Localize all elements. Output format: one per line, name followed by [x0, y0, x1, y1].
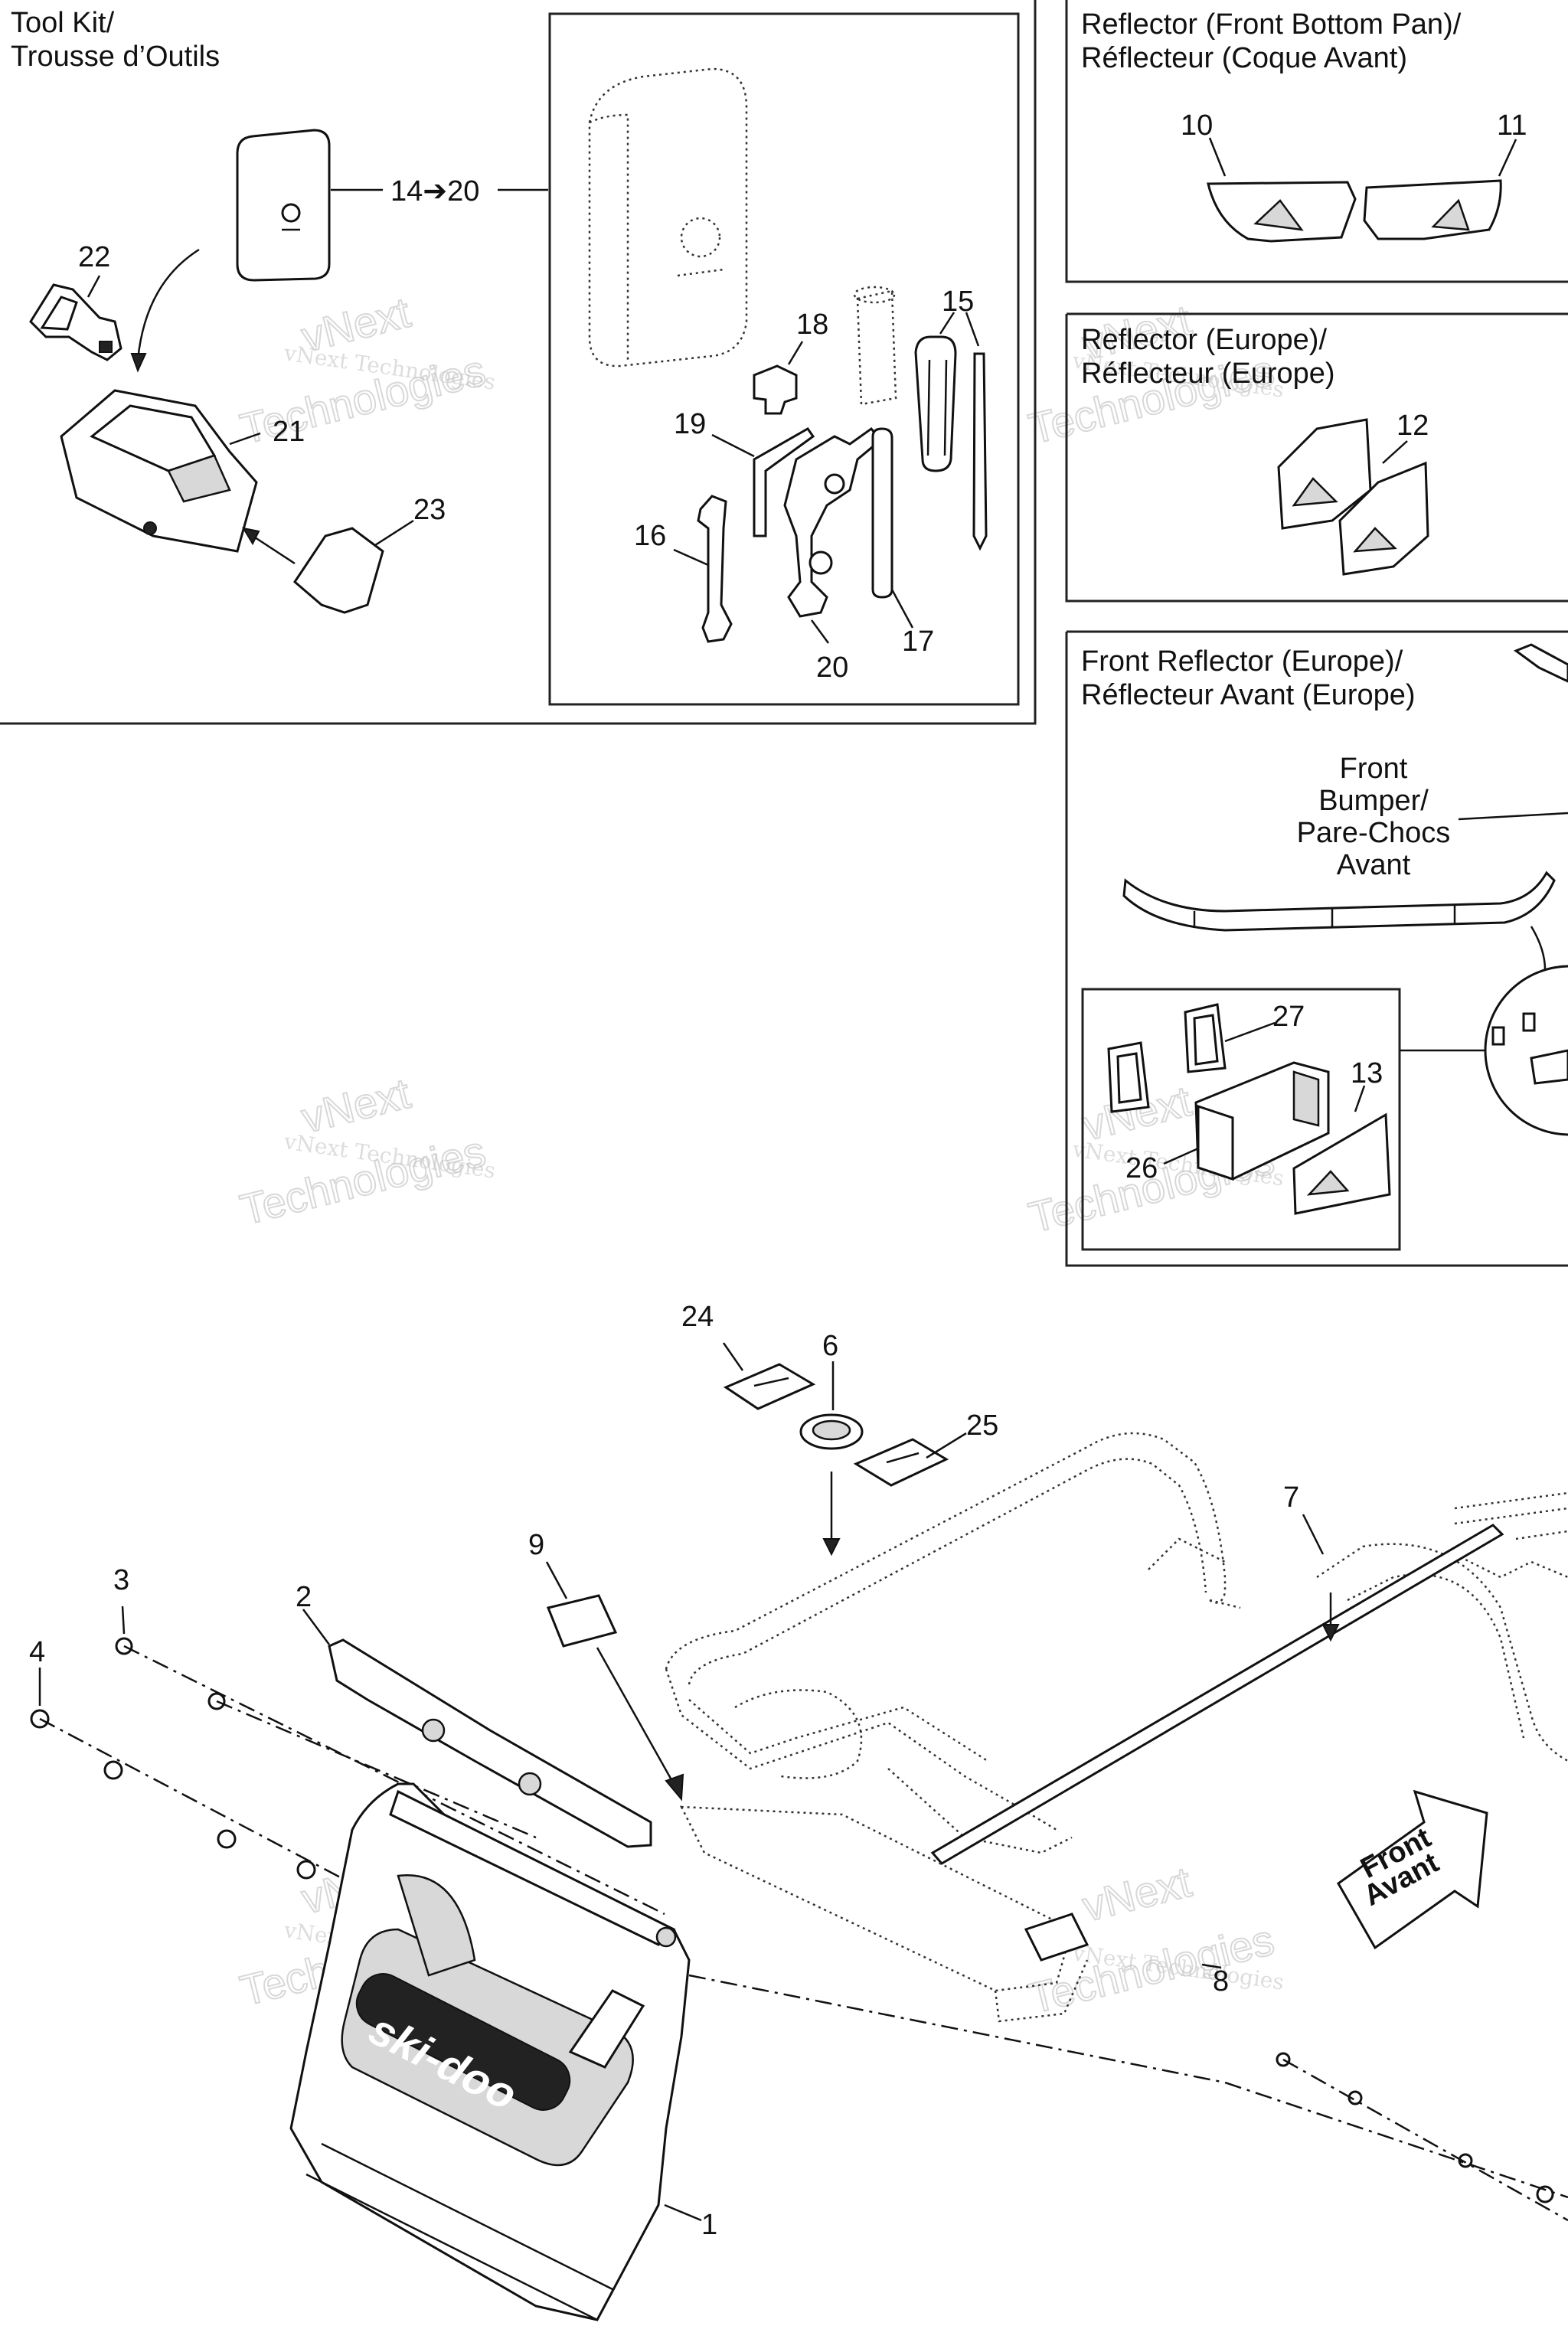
- socket-icon: [853, 286, 897, 406]
- callout-23: 23: [413, 494, 446, 526]
- hood-frame-outline: [665, 1432, 1568, 1854]
- callout-20: 20: [816, 652, 848, 684]
- callout-7: 7: [1283, 1481, 1299, 1514]
- tool-pouch-outline: [588, 67, 748, 368]
- reflector-bottom-panel: Reflector (Front Bottom Pan)/ Réflecteur…: [1065, 0, 1568, 283]
- trim-strip-7-icon: [930, 1524, 1504, 1865]
- watermark-3: vNext Technologies vNext Technologies: [235, 1068, 497, 1235]
- callout-16: 16: [634, 520, 666, 552]
- bumper-label-line2: Bumper/: [1318, 785, 1429, 817]
- mount-detail-icon: [1484, 965, 1568, 1136]
- main-assembly: 24 6 25: [29, 1301, 1568, 2321]
- screwdriver-15-icon: [914, 335, 988, 551]
- bracket-2-icon: [328, 1638, 652, 1848]
- front-reflector-europe-panel: Front Reflector (Europe)/ Réflecteur Ava…: [1065, 630, 1568, 1267]
- callout-3: 3: [113, 1564, 129, 1596]
- callout-10: 10: [1181, 109, 1213, 142]
- callout-26: 26: [1125, 1152, 1158, 1184]
- callout-4: 4: [29, 1636, 45, 1668]
- callout-19: 19: [674, 408, 706, 440]
- reflector-12-icon: [1277, 418, 1429, 576]
- bracket-27-icon: [1107, 1003, 1227, 1113]
- callout-25: 25: [966, 1410, 998, 1442]
- clip-18-icon: [753, 364, 798, 415]
- bumper-label-line4: Avant: [1337, 849, 1411, 881]
- reflector-13-icon: [1292, 1112, 1391, 1215]
- reflector-europe-title-line1: Reflector (Europe)/: [1081, 324, 1327, 356]
- tool-box-21-icon: [60, 389, 258, 553]
- front-reflector-frame: [1065, 630, 1568, 1267]
- callout-13: 13: [1351, 1057, 1383, 1089]
- front-reflector-title-line2: Réflecteur Avant (Europe): [1081, 679, 1416, 711]
- tool-kit-panel: Tool Kit/ Trousse d’Outils 14➔20 22: [0, 0, 1037, 725]
- spanner-20-icon: [783, 426, 883, 618]
- callout-2: 2: [296, 1581, 312, 1613]
- reflector-bottom-title-line1: Reflector (Front Bottom Pan)/: [1081, 8, 1462, 41]
- callout-6: 6: [822, 1330, 838, 1362]
- reflector-11-icon: [1363, 179, 1502, 240]
- hex-key-19-icon: [753, 427, 815, 537]
- reflector-housing-26-icon: [1194, 1061, 1330, 1181]
- bumper-label-line3: Pare-Chocs: [1297, 817, 1451, 849]
- svg-text:vNext: vNext: [297, 1069, 416, 1142]
- nose-panel-1-icon: ski-doo: [289, 1782, 691, 2321]
- callout-24: 24: [681, 1301, 714, 1333]
- bumper-label-line1: Front: [1340, 753, 1408, 785]
- wrench-16-icon: [697, 495, 733, 643]
- callout-27: 27: [1272, 1001, 1305, 1033]
- tool-holder-22-icon: [29, 283, 122, 361]
- callout-1: 1: [701, 2209, 717, 2241]
- reflector-europe-panel: Reflector (Europe)/ Réflecteur (Europe) …: [1065, 312, 1568, 603]
- callout-14-20: 14➔20: [390, 175, 479, 207]
- reflector-europe-title-line2: Réflecteur (Europe): [1081, 358, 1335, 390]
- callout-18: 18: [796, 309, 828, 341]
- callout-9: 9: [528, 1529, 544, 1561]
- callout-17: 17: [902, 626, 934, 658]
- front-reflector-title-line1: Front Reflector (Europe)/: [1081, 645, 1403, 678]
- callout-11: 11: [1497, 109, 1527, 142]
- bottom-pan-8-icon: [679, 1805, 1089, 2023]
- reflector-bottom-title-line2: Réflecteur (Coque Avant): [1081, 42, 1407, 74]
- decal-23-icon: [293, 527, 384, 614]
- tool-kit-title-line2: Trousse d’Outils: [11, 41, 220, 73]
- decal-25-icon: [853, 1438, 949, 1487]
- callout-21: 21: [273, 416, 305, 448]
- callout-22: 22: [78, 241, 110, 273]
- tool-kit-frame: [0, 0, 1037, 725]
- callout-8: 8: [1213, 1965, 1229, 1998]
- fastener-4-icon: [30, 1709, 1554, 2203]
- callout-12: 12: [1396, 410, 1429, 442]
- tool-bag-icon: [236, 129, 331, 282]
- callout-15: 15: [942, 286, 974, 318]
- tool-kit-title-line1: Tool Kit/: [11, 7, 115, 39]
- decal-24-icon: [723, 1363, 816, 1410]
- pin-17-icon: [871, 427, 893, 599]
- emblem-6-icon: [799, 1413, 864, 1450]
- front-direction-arrow: Front Avant: [1337, 1789, 1488, 1950]
- reflector-bottom-frame: [1065, 0, 1568, 283]
- reflector-europe-frame: [1065, 312, 1568, 603]
- reflector-10-icon: [1207, 181, 1357, 243]
- reflector-detail-frame: [1081, 988, 1401, 1251]
- arrow-bag-to-holder: [136, 248, 200, 361]
- tool-contents-frame: [548, 12, 1020, 706]
- decal-9-icon: [546, 1594, 618, 1648]
- fastener-3-icon: [115, 1637, 226, 1710]
- front-bumper-icon: [1122, 643, 1568, 932]
- svg-text:vNext: vNext: [1078, 1857, 1197, 1931]
